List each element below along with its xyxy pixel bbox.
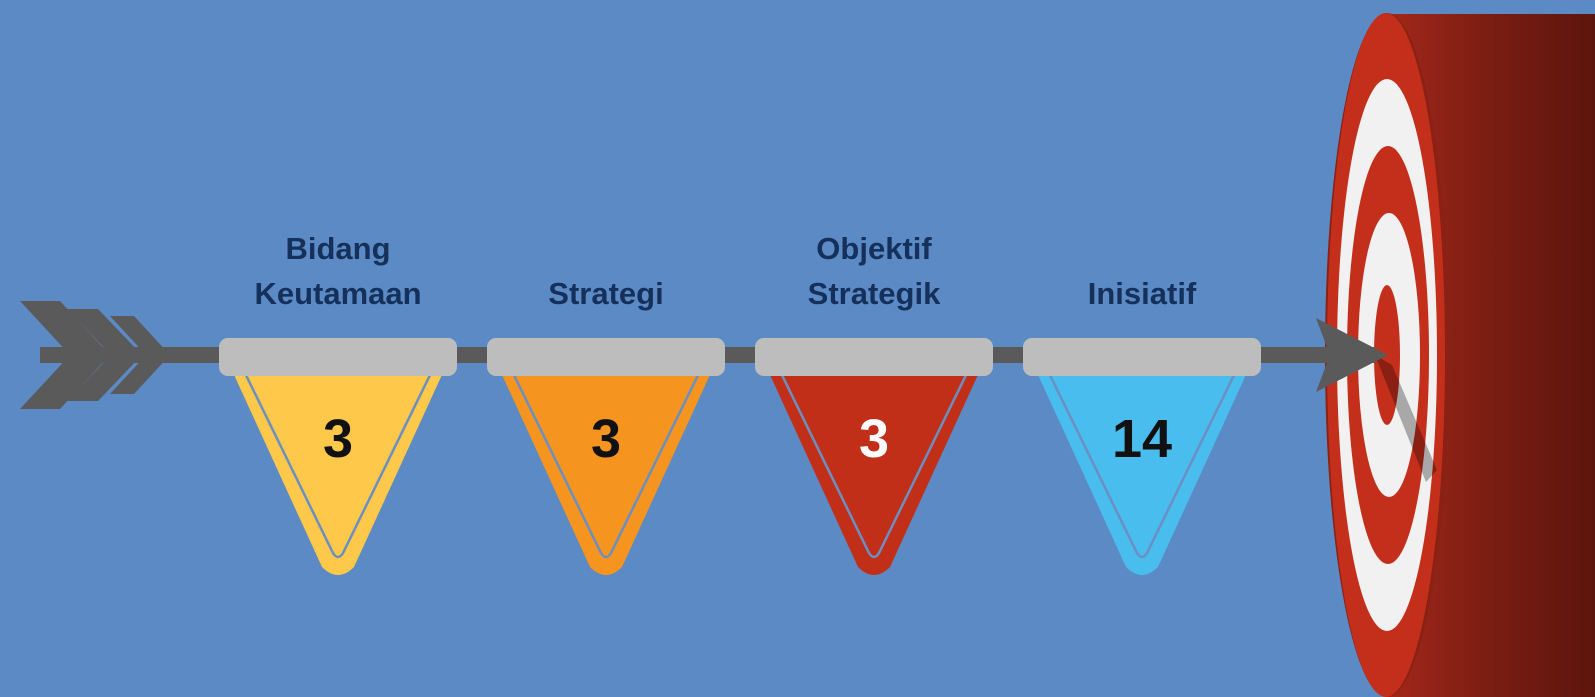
stage-label-line: Strategi xyxy=(548,276,663,311)
arrow-head-icon xyxy=(1316,318,1388,392)
stage-bar xyxy=(219,338,457,376)
stage-4: 14 Inisiatif xyxy=(1023,276,1261,575)
stage-label-line: Bidang xyxy=(285,231,390,266)
stage-label-line: Objektif xyxy=(816,231,932,266)
arrow-fletching-icon xyxy=(20,301,170,409)
stage-label-line: Keutamaan xyxy=(254,276,421,311)
stage-pennant-outline xyxy=(242,370,434,559)
stage-label-line: Strategik xyxy=(808,276,941,311)
stage-pennant xyxy=(1034,366,1250,575)
stage-value: 3 xyxy=(323,409,353,469)
arrow-shadow xyxy=(1375,355,1437,482)
stage-pennant xyxy=(230,366,446,575)
stage-pennant-outline xyxy=(1046,370,1238,559)
stage-value: 14 xyxy=(1112,409,1172,469)
stage-2: 3 Strategi xyxy=(487,276,725,575)
stage-pennant-outline xyxy=(778,370,970,559)
stage-value: 3 xyxy=(859,409,889,469)
stage-pennant xyxy=(498,366,714,575)
stage-pennant xyxy=(766,366,982,575)
stage-bar xyxy=(1023,338,1261,376)
stage-bar xyxy=(487,338,725,376)
stage-label-line: Inisiatif xyxy=(1088,276,1197,311)
stage-bar xyxy=(755,338,993,376)
stage-pennant-outline xyxy=(510,370,702,559)
stage-value: 3 xyxy=(591,409,621,469)
